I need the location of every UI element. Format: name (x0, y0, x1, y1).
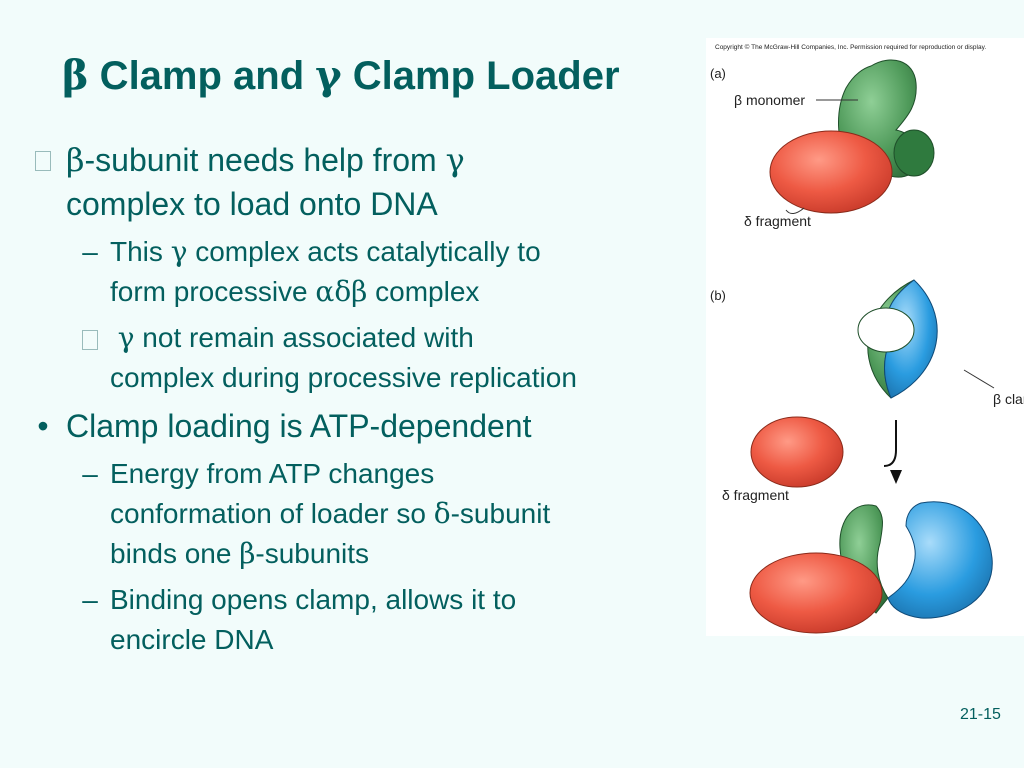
bullet-line: This γ complex acts catalytically to (110, 232, 698, 272)
bullet-text: complex during processive replication (110, 362, 577, 393)
bullet-marker: • (37, 408, 49, 444)
bullet-text: -subunit (450, 498, 551, 529)
bullet-text: complex acts catalytically to (187, 236, 541, 267)
missing-glyph-icon (35, 151, 51, 171)
bullet-text: binds one (110, 538, 240, 569)
greek-symbol: β (239, 537, 256, 570)
bullet-line: binds one β-subunits (110, 534, 698, 574)
bullet-line: β-subunit needs help from γ (66, 138, 698, 182)
label-a: (a) (710, 66, 726, 81)
bullet-line: complex during processive replication (110, 358, 698, 398)
greek-symbol: γ (445, 141, 465, 179)
bullet-line: conformation of loader so δ-subunit (110, 494, 698, 534)
bullet-text: Binding opens clamp, allows it to (110, 584, 517, 615)
bullet-text: not remain associated with (134, 322, 474, 353)
bullet-marker (76, 318, 104, 361)
open-clamp-blue (887, 501, 993, 619)
bullet-text: conformation of loader so (110, 498, 434, 529)
loading-arrow (883, 420, 897, 467)
clamp-figure: (a) β monomer δ fragment (b) β clamp δ f… (710, 59, 1024, 634)
bullet-item: • Clamp loading is ATP-dependent (28, 404, 698, 448)
greek-symbol: β (66, 141, 85, 179)
bullet-marker: – (82, 584, 98, 615)
bullet-line: γ not remain associated with (110, 318, 698, 358)
bullet-line: Binding opens clamp, allows it to (110, 580, 698, 620)
delta-fragment-a-label: δ fragment (744, 213, 811, 229)
bullet-line: complex to load onto DNA (66, 182, 698, 226)
bullet-text: form processive (110, 276, 316, 307)
bullet-text: Clamp loading is ATP-dependent (66, 408, 532, 444)
bullet-marker: – (82, 236, 98, 267)
leader-delta-fragment-a (785, 207, 805, 214)
page-number: 21-15 (960, 706, 1001, 723)
bullet-marker (28, 138, 58, 182)
bullet-item: –Energy from ATP changes conformation of … (28, 454, 698, 574)
bullet-text: complex to load onto DNA (66, 186, 438, 222)
greek-symbol: γ (170, 235, 188, 268)
bullet-text: -subunits (255, 538, 370, 569)
greek-symbol: γ (117, 321, 135, 354)
greek-symbol: δ (433, 497, 451, 530)
bullet-text: Energy from ATP changes (110, 458, 435, 489)
delta-fragment-a-shape (769, 130, 893, 214)
leader-beta-clamp (963, 369, 995, 389)
bullet-text: complex (367, 276, 480, 307)
delta-fragment-b-shape (750, 416, 844, 488)
bullet-text (110, 322, 118, 353)
slide-title: β Clamp and γ Clamp Loader (62, 52, 620, 99)
beta-clamp-hole (857, 307, 915, 353)
bullet-text: This (110, 236, 171, 267)
delta-fragment-bound-shape (749, 552, 883, 634)
bullet-marker: – (82, 458, 98, 489)
bullet-line: encircle DNA (110, 620, 698, 660)
delta-fragment-b-label: δ fragment (722, 487, 789, 503)
missing-glyph-icon (82, 330, 98, 350)
copyright-notice: Copyright © The McGraw-Hill Companies, I… (715, 44, 987, 51)
bullet-item: –Binding opens clamp, allows it to encirc… (28, 580, 698, 660)
bullet-line: Energy from ATP changes (110, 454, 698, 494)
bullet-text: -subunit needs help from (84, 142, 446, 178)
bullet-item: γ not remain associated with complex duri… (28, 318, 698, 398)
beta-clamp-label: β clamp (993, 391, 1024, 407)
bullet-line: Clamp loading is ATP-dependent (66, 404, 698, 448)
beta-monomer-end (893, 129, 935, 177)
bullet-text: encircle DNA (110, 624, 274, 655)
beta-monomer-label: β monomer (734, 92, 805, 108)
label-b: (b) (710, 288, 726, 303)
greek-symbol: αδβ (315, 275, 368, 308)
loading-arrow-head (890, 470, 902, 484)
bullet-line: form processive αδβ complex (110, 272, 698, 312)
